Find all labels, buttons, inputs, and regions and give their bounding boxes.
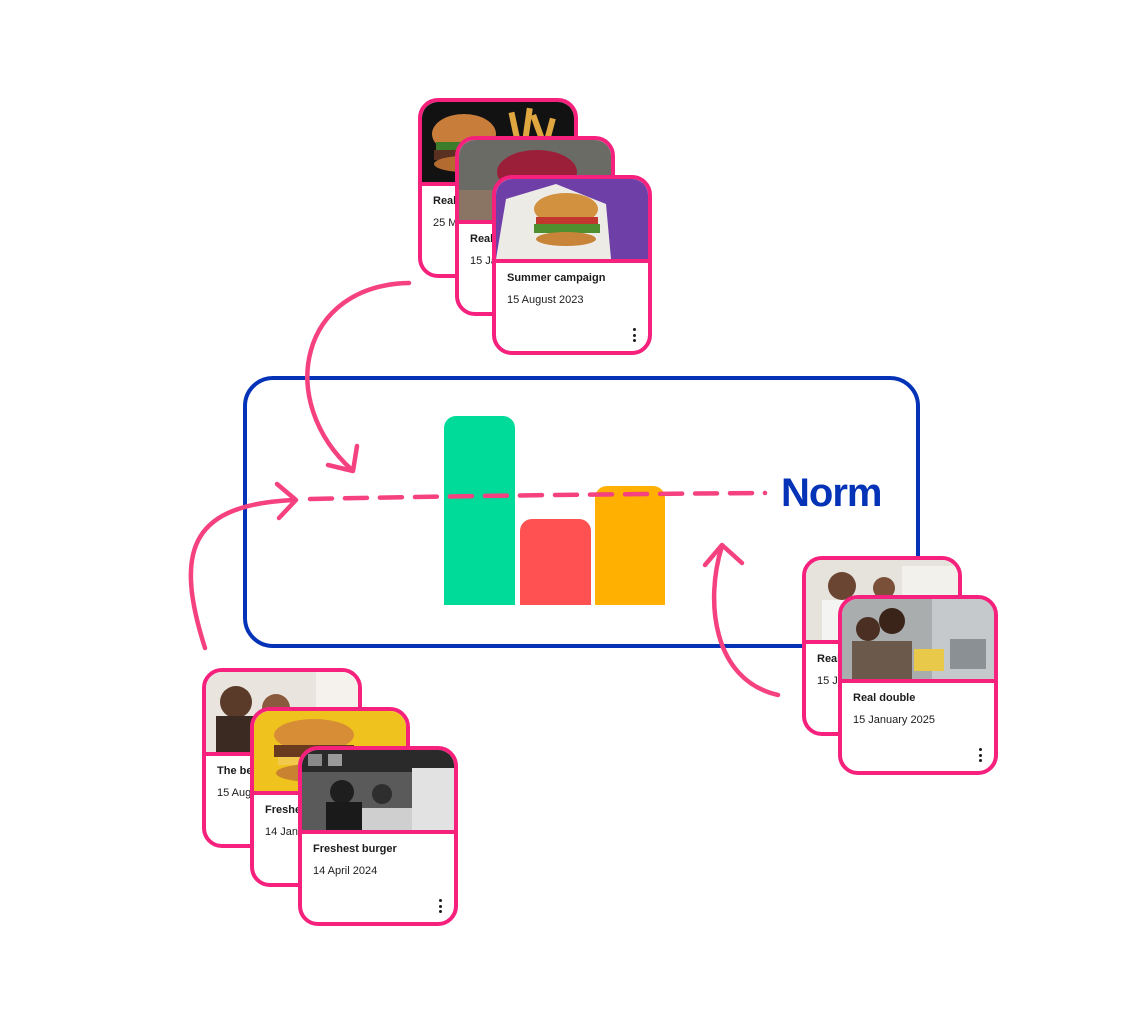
norm-label: Norm [781, 471, 882, 515]
card-date: 15 Ja [817, 675, 844, 687]
curved-arrow-icon [702, 542, 781, 698]
card-title: Freshest burger [313, 843, 397, 855]
family-living-room-photo [842, 599, 994, 679]
bar-low [520, 519, 591, 605]
kebab-menu-icon[interactable] [977, 748, 983, 762]
kebab-menu-icon[interactable] [631, 328, 637, 342]
bar-mid [595, 486, 665, 605]
card-date: 14 April 2024 [313, 865, 378, 877]
card-date: 15 Aug [217, 787, 252, 799]
curved-arrow-icon [305, 280, 412, 474]
card-title: The be [217, 765, 253, 777]
norm-frame [243, 376, 920, 648]
card-thumbnail [842, 599, 994, 683]
card-date: 15 Ja [470, 255, 497, 267]
card-date: 25 M [433, 217, 458, 229]
card-title: Real [817, 653, 841, 665]
card-thumbnail [496, 179, 648, 263]
curved-arrow-icon [188, 481, 299, 651]
card-date: 15 August 2023 [507, 294, 584, 306]
card-title: Real [470, 233, 494, 245]
diner-black-white-photo [302, 750, 454, 830]
campaign-card[interactable]: Freshest burger 14 April 2024 [298, 746, 458, 926]
kebab-menu-icon[interactable] [437, 899, 443, 913]
card-thumbnail [302, 750, 454, 834]
bar-high [444, 416, 515, 605]
card-title: Real [433, 195, 457, 207]
norm-line [307, 490, 768, 502]
campaign-card[interactable]: Summer campaign 15 August 2023 [492, 175, 652, 355]
card-title: Real double [853, 692, 916, 704]
card-date: 15 January 2025 [853, 714, 935, 726]
card-title: Freshe [265, 804, 302, 816]
card-date: 14 Janu [265, 826, 305, 838]
campaign-card[interactable]: Real double 15 January 2025 [838, 595, 998, 775]
card-title: Summer campaign [507, 272, 606, 284]
wrapped-burger-photo [496, 179, 648, 259]
